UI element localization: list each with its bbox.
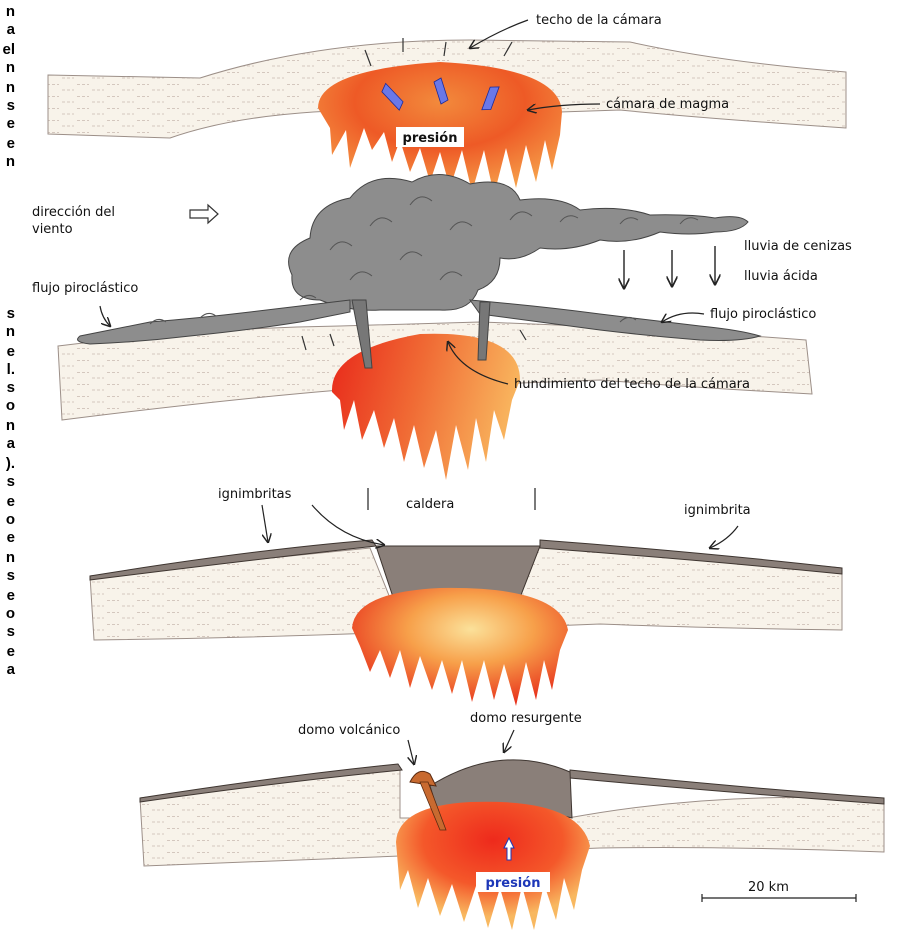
- label-volcanic-dome: domo volcánico: [298, 723, 400, 738]
- panel-3-caldera: caldera ignimbritas ignimbrita: [90, 487, 842, 706]
- label-pyroclastic-left: flujo piroclástico: [32, 281, 138, 296]
- panel-4-resurgence: presión domo volcánico domo resurgente 2…: [140, 711, 884, 930]
- scale-label: 20 km: [748, 880, 789, 895]
- label-magma-chamber: cámara de magma: [606, 97, 729, 112]
- label-ash-rain: lluvia de cenizas: [744, 239, 852, 254]
- panel-1-pressure: presión techo de la cámara cámara de mag…: [48, 13, 846, 195]
- scale-bar: [702, 894, 856, 902]
- pressure-label-1: presión: [403, 131, 458, 146]
- rain-arrows: [624, 246, 715, 288]
- magma-chamber-2: [332, 334, 520, 480]
- pressure-label-2: presión: [486, 876, 541, 891]
- label-wind-1: dirección del: [32, 205, 115, 220]
- panel-2-eruption: dirección del viento: [32, 174, 852, 480]
- label-ignimbrites: ignimbritas: [218, 487, 292, 502]
- label-roof-collapse: hundimiento del techo de la cámara: [514, 377, 750, 392]
- label-caldera: caldera: [406, 497, 454, 512]
- label-wind-2: viento: [32, 222, 73, 237]
- label-roof: techo de la cámara: [536, 13, 662, 28]
- magma-chamber-4: [396, 802, 590, 930]
- label-pyroclastic-right: flujo piroclástico: [710, 307, 816, 322]
- label-resurgent-dome: domo resurgente: [470, 711, 582, 726]
- label-acid-rain: lluvia ácida: [744, 269, 818, 284]
- wind-arrow-icon: [190, 205, 218, 223]
- label-ignimbrite: ignimbrita: [684, 503, 751, 518]
- magma-chamber-3: [352, 588, 568, 706]
